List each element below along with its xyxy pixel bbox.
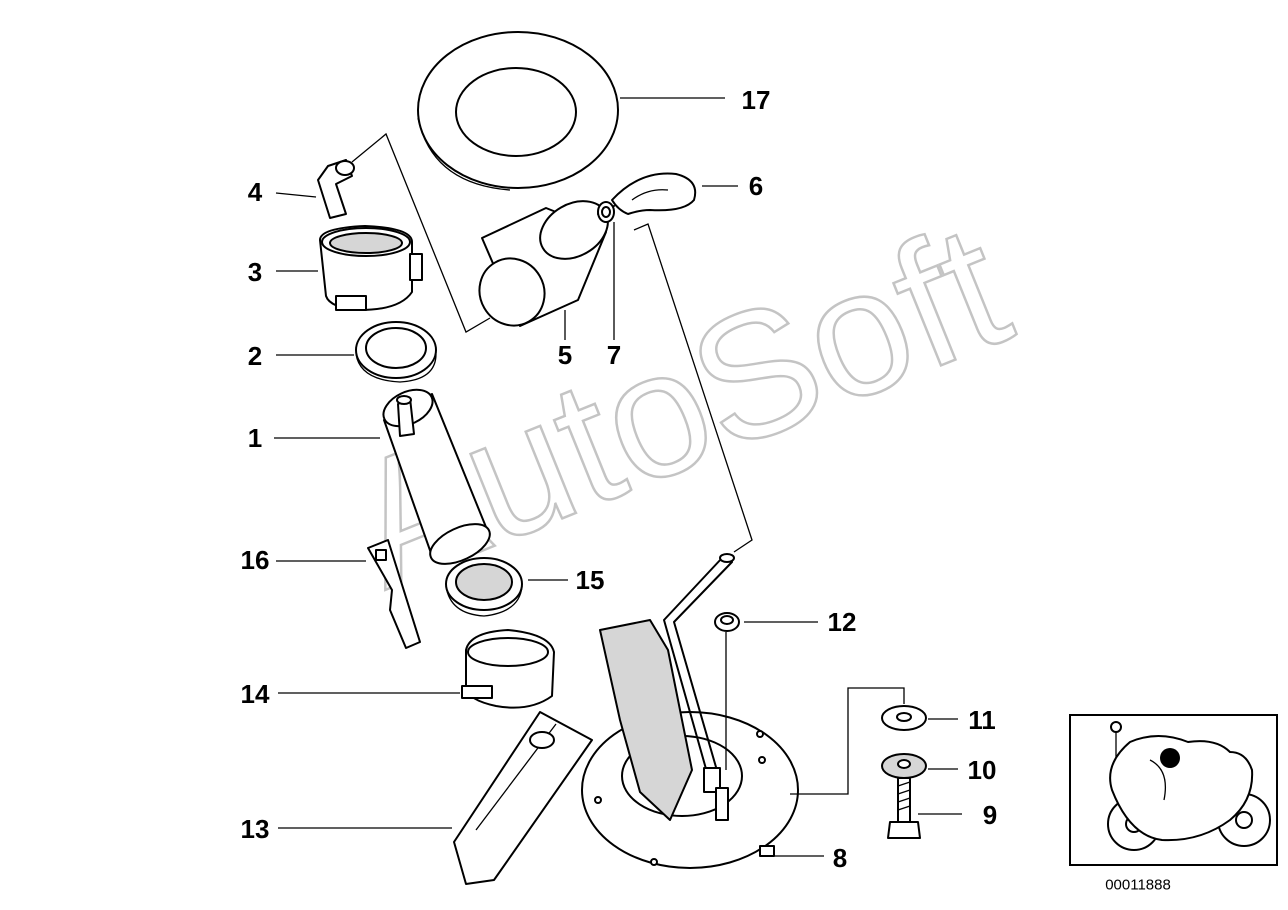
callout-8: 8 [832, 843, 848, 873]
callout-13: 13 [240, 814, 270, 844]
part-17-ring [417, 31, 619, 191]
callout-3: 3 [247, 257, 263, 287]
connection-line-4-5 [351, 132, 491, 333]
part-9-bolt [887, 777, 921, 839]
part-8-flange [581, 553, 799, 869]
callout-10: 10 [967, 755, 997, 785]
callout-17: 17 [741, 85, 771, 115]
part-13-sleeve [453, 711, 593, 885]
part-4-elbow-hose [317, 159, 355, 219]
part-1-fuel-pump [382, 388, 491, 565]
connection-line-6-8 [633, 223, 753, 553]
callout-12: 12 [827, 607, 857, 637]
callout-14: 14 [240, 679, 270, 709]
part-5-filter [478, 200, 615, 327]
location-marker-icon [1160, 748, 1180, 768]
callout-4: 4 [247, 177, 263, 207]
diagram-id: 00011888 [1105, 876, 1171, 894]
part-15-grommet [445, 557, 523, 617]
callout-5: 5 [557, 340, 573, 370]
part-6-hose [611, 172, 697, 215]
part-10-washer [881, 753, 927, 779]
callout-11: 11 [968, 705, 996, 735]
callout-2: 2 [247, 341, 263, 371]
part-16-clip [367, 539, 421, 649]
part-7-clamp [597, 201, 615, 223]
leader-bracket-8-11 [790, 687, 905, 795]
callout-9: 9 [982, 800, 998, 830]
callout-6: 6 [748, 171, 764, 201]
callout-7: 7 [606, 340, 622, 370]
leader-4 [275, 192, 317, 198]
part-14-lower-holder [461, 629, 555, 709]
callout-15: 15 [575, 565, 605, 595]
part-12-clip [714, 612, 740, 632]
part-2-seal [355, 321, 437, 383]
callout-1: 1 [247, 423, 263, 453]
part-11-washer [881, 705, 927, 731]
part-3-holder [319, 225, 423, 311]
vehicle-locator-inset [1069, 714, 1278, 866]
callout-16: 16 [240, 545, 270, 575]
